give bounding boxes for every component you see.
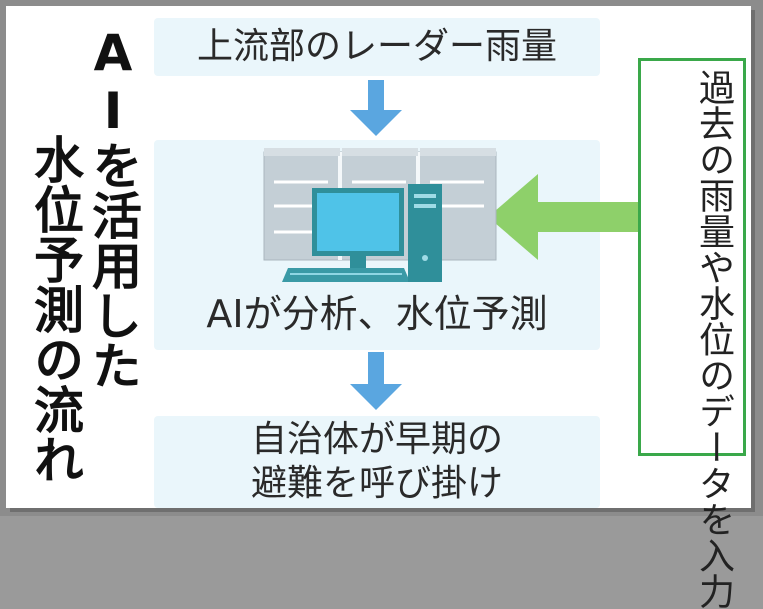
step-radar-rainfall: 上流部のレーダー雨量 [154,18,600,76]
step-evacuation-line-2: 避難を呼び掛け [250,463,503,504]
step-radar-rainfall-label: 上流部のレーダー雨量 [196,26,557,67]
step-evacuation-call: 自治体が早期の 避難を呼び掛け [154,416,600,508]
input-arrow-left [488,174,638,260]
step-ai-analysis-label: AIが分析、水位予測 [206,292,548,336]
step-evacuation-line-1: 自治体が早期の [250,419,503,460]
flow-arrow-down-1 [350,80,402,136]
flow-arrow-down-2 [350,352,402,410]
diagram-panel: AIを活用した 水位予測の流れ 上流部のレーダー雨量 AIが分析、水位予測 自治… [6,6,751,609]
computer-tower-icon [408,184,442,282]
title-line-2: 水位予測の流れ [26,134,84,484]
diagram-graphics [263,80,638,410]
keyboard-icon [282,268,410,282]
computer-monitor-icon [312,188,404,268]
title-line-1: AIを活用した [84,24,142,390]
